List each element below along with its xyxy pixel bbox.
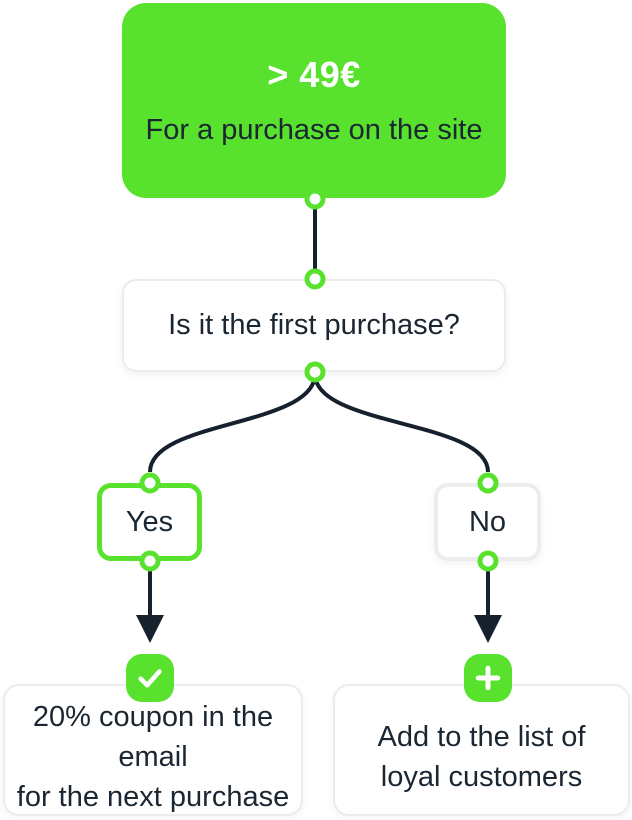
no-node-label: No bbox=[468, 505, 507, 538]
start-node-subtitle: For a purchase on the site bbox=[145, 114, 483, 146]
plus-icon bbox=[464, 654, 512, 702]
yes-node[interactable]: Yes bbox=[97, 483, 202, 561]
yes-result-node[interactable]: 20% coupon in the email for the next pur… bbox=[3, 684, 303, 816]
yes-result-line1: 20% coupon in the email bbox=[32, 701, 274, 773]
question-node[interactable]: Is it the first purchase? bbox=[122, 279, 506, 372]
start-node[interactable]: > 49€ For a purchase on the site bbox=[122, 3, 506, 198]
yes-result-line2: for the next purchase bbox=[16, 781, 290, 813]
plus-icon-glyph bbox=[475, 665, 501, 691]
check-icon-glyph bbox=[138, 669, 162, 688]
no-result-line2: loyal customers bbox=[380, 761, 583, 793]
arrowhead-no bbox=[474, 615, 502, 643]
start-node-title: > 49€ bbox=[267, 54, 361, 95]
no-node[interactable]: No bbox=[434, 483, 541, 561]
no-result-node[interactable]: Add to the list of loyal customers bbox=[333, 684, 630, 816]
yes-node-label: Yes bbox=[125, 505, 174, 538]
check-icon bbox=[126, 654, 174, 702]
connector-question-no bbox=[313, 373, 490, 473]
question-node-label: Is it the first purchase? bbox=[168, 309, 460, 341]
connector-question-yes bbox=[148, 373, 317, 473]
arrowhead-yes bbox=[136, 615, 164, 643]
no-result-line1: Add to the list of bbox=[377, 721, 586, 753]
